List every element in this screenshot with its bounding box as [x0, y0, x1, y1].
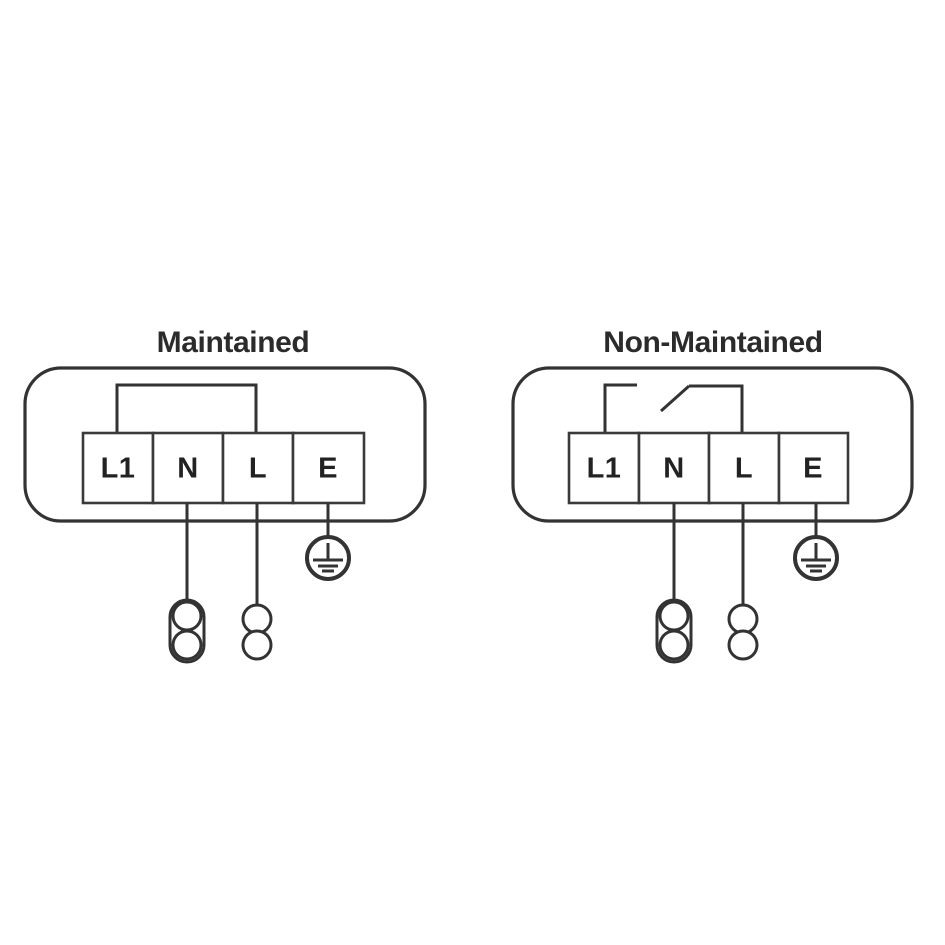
terminal-label-l-non-maintained: L [734, 452, 754, 485]
terminal-label-l1-non-maintained: L1 [586, 452, 622, 485]
circle-pair-maintained [241, 603, 273, 661]
terminal-label-e-maintained: E [318, 452, 338, 485]
earth-ground-maintained [305, 535, 351, 581]
link-bar-maintained [115, 383, 258, 433]
switch-right-contact [689, 384, 744, 433]
terminal-label-l1-maintained: L1 [100, 452, 136, 485]
terminal-label-l-maintained: L [248, 452, 268, 485]
switch-link-non-maintained [603, 383, 744, 433]
terminal-cell-l[interactable] [221, 431, 295, 505]
terminal-cell-l1[interactable] [567, 431, 641, 505]
diagram-title-maintained: Maintained [156, 326, 310, 359]
switch-left-contact [603, 383, 637, 433]
earth-ground-non-maintained [793, 535, 839, 581]
switch-blade [660, 384, 690, 413]
terminal-cell-e[interactable] [777, 431, 850, 505]
diagram-maintained [23, 366, 427, 664]
terminal-block-non-maintained [567, 431, 850, 505]
diagram-non-maintained [511, 366, 914, 664]
circle-pair-non-maintained [727, 603, 759, 661]
drop-wires-non-maintained [672, 503, 818, 605]
capsule-pair-non-maintained [655, 598, 693, 664]
terminal-label-e-non-maintained: E [803, 452, 823, 485]
terminal-cell-l1[interactable] [81, 431, 155, 505]
capsule-pair-maintained [168, 598, 206, 664]
drop-wires-maintained [185, 503, 330, 605]
terminal-label-n-non-maintained: N [663, 452, 685, 485]
terminal-label-n-maintained: N [177, 452, 199, 485]
diagram-title-non-maintained: Non-Maintained [603, 326, 823, 359]
